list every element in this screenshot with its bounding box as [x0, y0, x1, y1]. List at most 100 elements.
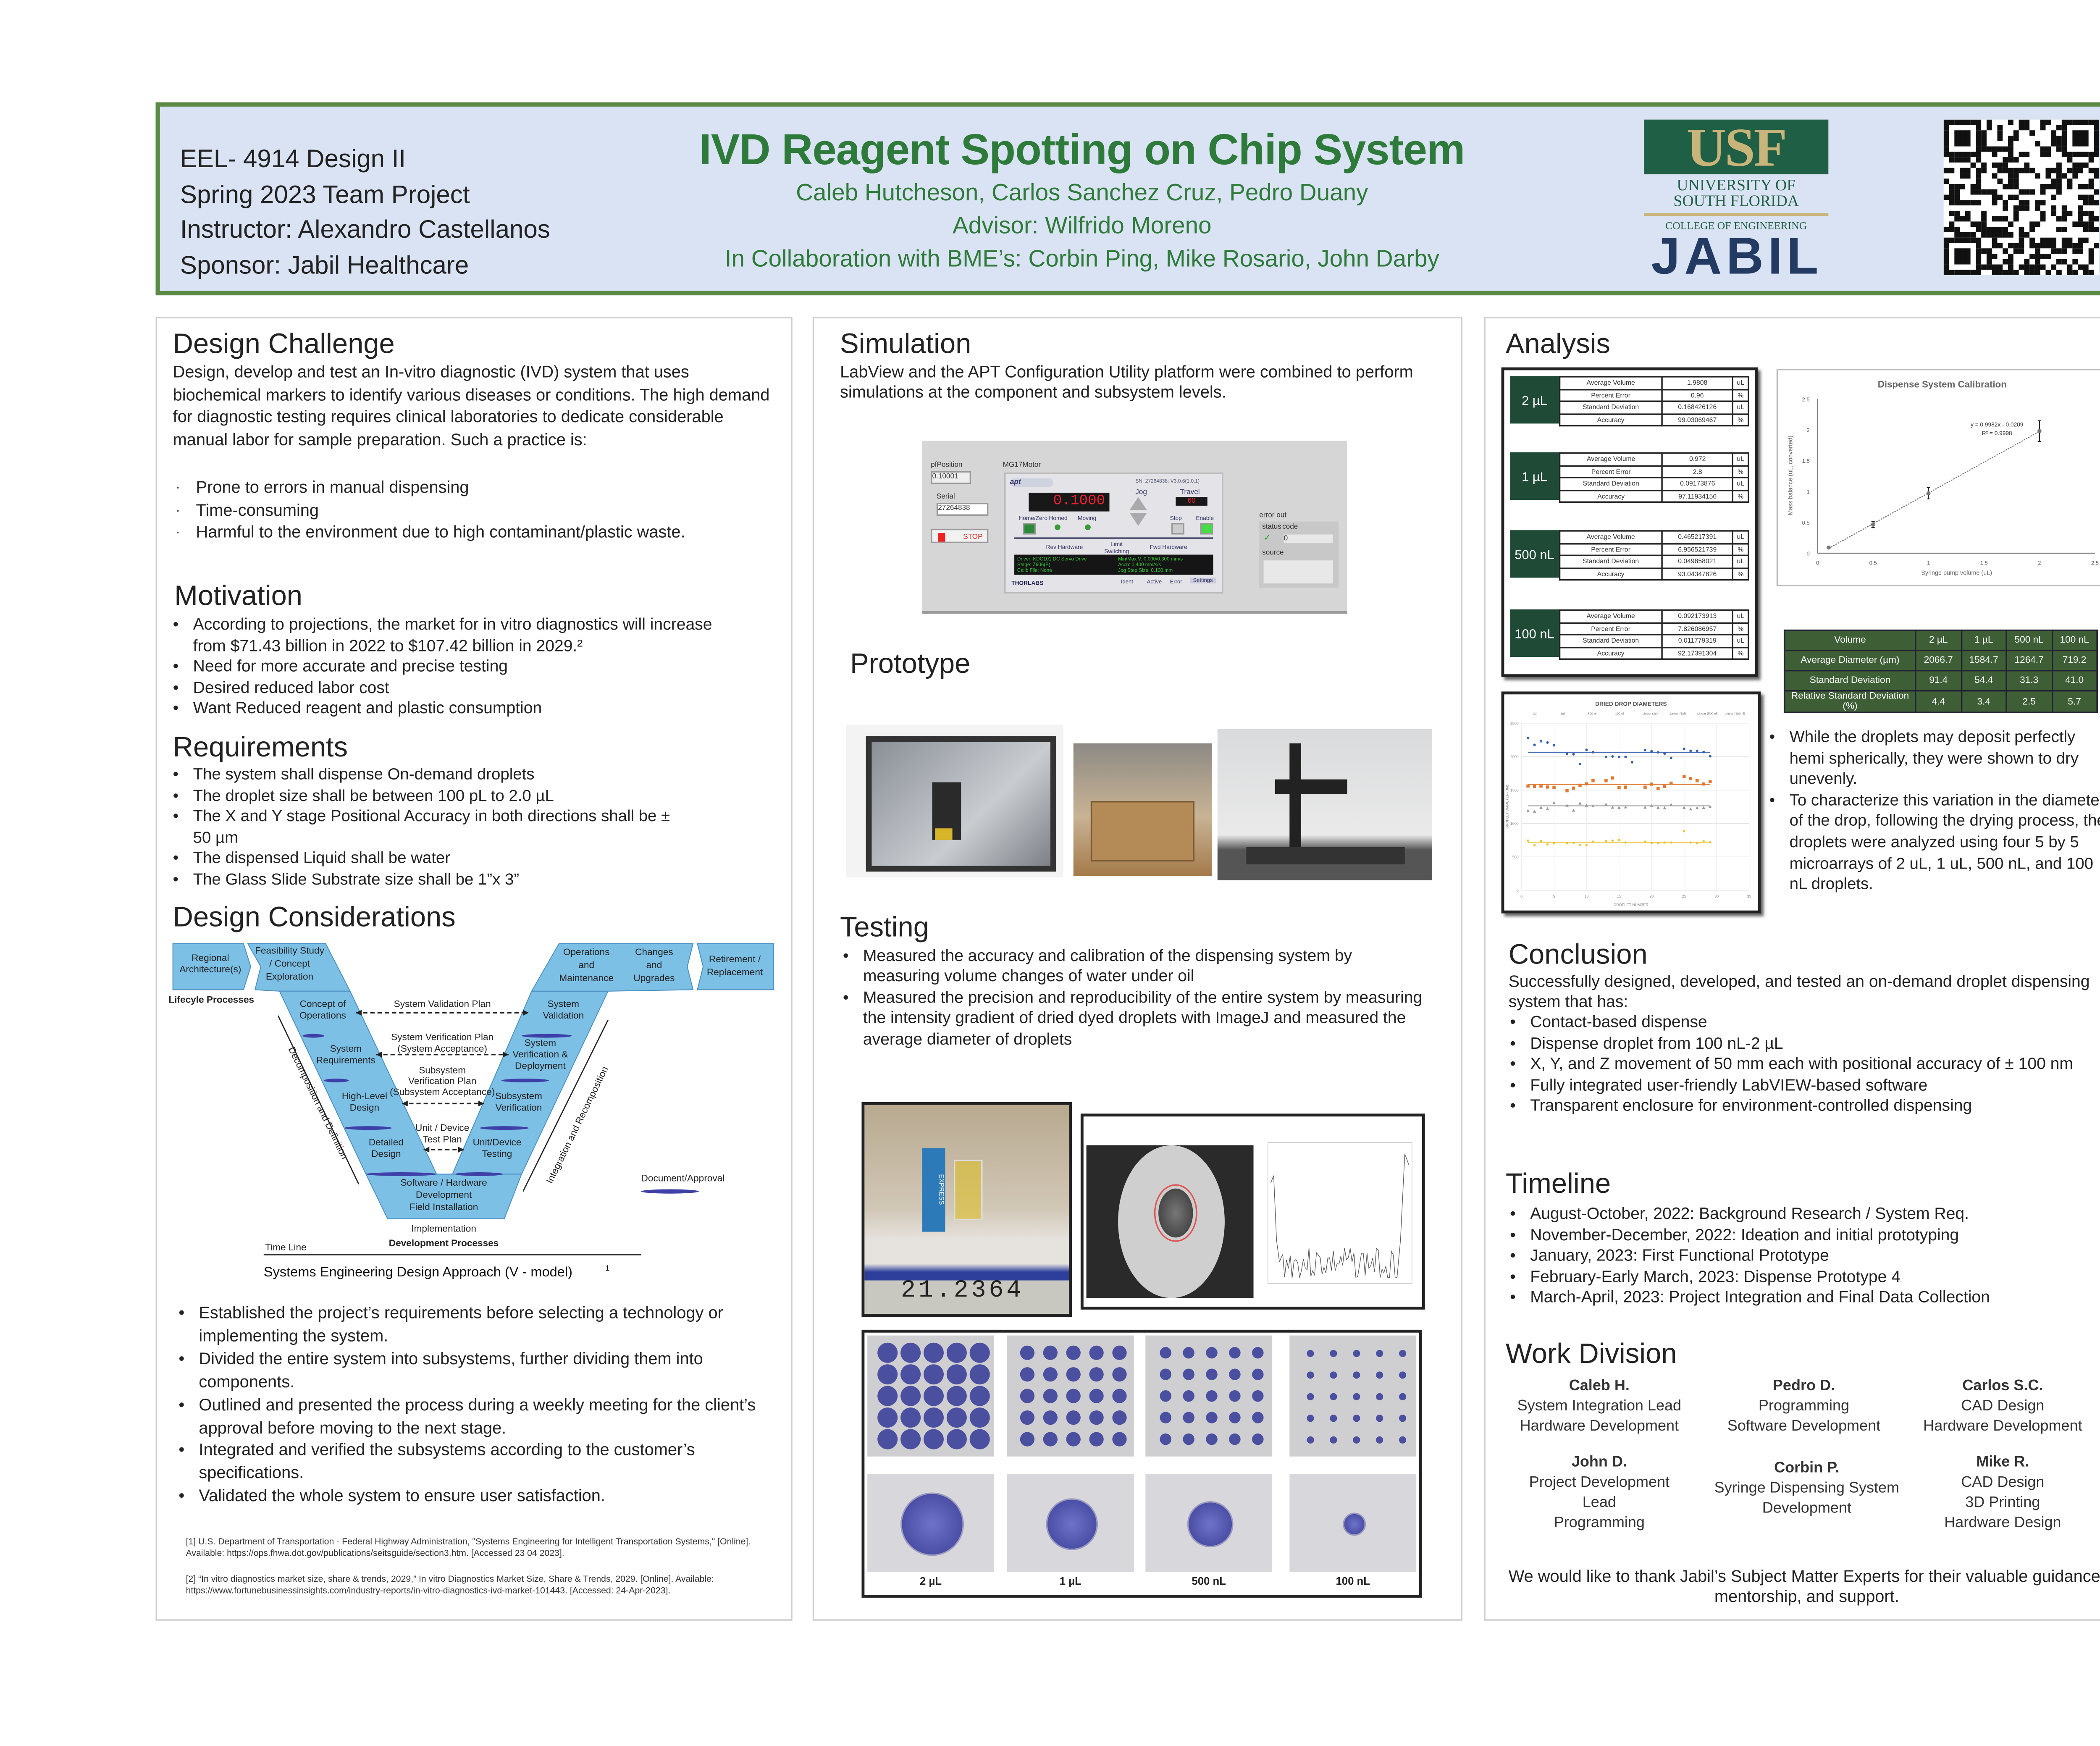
dried-droplet: [946, 1429, 967, 1449]
table-cell: 7.826086957: [1661, 622, 1734, 635]
v-model-caption-ref: 1: [605, 1263, 610, 1272]
qr-module: [2008, 254, 2013, 259]
qr-module: [1992, 173, 1998, 179]
operations-label: and: [578, 960, 594, 970]
y-tick-label: 500: [1512, 855, 1519, 859]
qr-module: [1949, 184, 1955, 189]
qr-module: [2024, 152, 2030, 158]
qr-module: [2061, 136, 2067, 141]
qr-module: [2040, 189, 2046, 195]
ident-button[interactable]: Ident: [1121, 579, 1133, 585]
qr-module: [1997, 194, 2003, 200]
operations-label: Maintenance: [559, 973, 614, 983]
dried-droplet: [1160, 1390, 1171, 1402]
error-cluster: status code ✓ 0 source: [1259, 521, 1339, 588]
system-validation-label: Validation: [543, 1010, 584, 1021]
volume-label: 1 µL: [1510, 452, 1559, 500]
data-point: [1689, 777, 1693, 780]
qr-module: [1943, 264, 1949, 270]
table-cell: Standard Deviation: [1559, 554, 1663, 569]
qr-code[interactable]: [1943, 119, 2100, 276]
dried-droplet: [877, 1364, 898, 1385]
conclusion-list: Contact-based dispenseDispense droplet f…: [1507, 1013, 2100, 1118]
dried-droplet: [1352, 1349, 1360, 1357]
qr-module: [2067, 119, 2073, 125]
data-point: [1572, 753, 1575, 756]
qr-module: [1943, 254, 1949, 259]
data-point: [1709, 841, 1712, 843]
home-button[interactable]: [1023, 523, 1036, 535]
enable-button[interactable]: [1200, 523, 1213, 535]
document-approval-marker: [480, 1126, 529, 1130]
qr-module: [2083, 184, 2089, 189]
unit-plan-label: Unit / Device: [415, 1123, 469, 1133]
intensity-profile-plot: [1267, 1142, 1412, 1284]
qr-module: [1943, 194, 1949, 200]
consideration-item: Integrated and verified the subsystems a…: [176, 1440, 787, 1486]
pfposition-field[interactable]: 0.10001: [931, 471, 971, 484]
stop-motor-button[interactable]: [1171, 523, 1184, 535]
qr-module: [2061, 216, 2067, 222]
table-cell: %: [1732, 567, 1749, 581]
term-label: Spring 2023 Team Project: [180, 179, 470, 208]
qr-module: [1954, 200, 1960, 206]
qr-module: [2061, 125, 2067, 131]
data-point: [1683, 830, 1685, 832]
software-hardware-label: Software / Hardware: [400, 1177, 487, 1188]
table-cell: Relative Standard Deviation (%): [1783, 690, 1916, 713]
data-point: [1592, 840, 1594, 843]
dried-droplet: [1252, 1347, 1264, 1359]
unit-plan-label: Test Plan: [423, 1134, 462, 1145]
advisor: Advisor: Wilfrido Moreno: [952, 213, 1212, 239]
serial-field[interactable]: 27264838: [936, 503, 989, 516]
dried-droplet: [1043, 1410, 1058, 1425]
subsystem-plan-label: Verification Plan: [408, 1076, 476, 1086]
table-cell: %: [1732, 646, 1749, 660]
dried-droplet: [1398, 1371, 1406, 1378]
settings-button[interactable]: Settings: [1190, 578, 1216, 584]
qr-module: [1943, 146, 1949, 152]
qr-module: [1960, 184, 1965, 189]
member-role: CAD Design: [1961, 1397, 2045, 1415]
qr-module: [2083, 237, 2089, 243]
data-point: [1617, 806, 1621, 809]
dried-droplet: [1020, 1389, 1035, 1403]
legend-entry: Linear (500 nl): [1697, 712, 1718, 715]
qr-module: [1960, 237, 1965, 243]
member-role: Hardware Development: [1520, 1418, 1679, 1435]
regional-architecture-box: [172, 943, 251, 990]
document-approval-marker: [344, 1126, 392, 1130]
jog-down-button[interactable]: [1129, 513, 1147, 526]
high-level-design-label: High-Level: [342, 1091, 387, 1101]
dried-droplet: [1160, 1433, 1171, 1445]
dried-droplet: [1375, 1392, 1383, 1400]
dried-droplet: [1398, 1414, 1406, 1421]
droplet-volume-label: 100 nL: [1336, 1574, 1370, 1588]
jog-up-button[interactable]: [1129, 497, 1147, 510]
qr-module: [2072, 248, 2078, 254]
data-point: [2037, 429, 2042, 433]
table-cell: Standard Deviation: [1559, 634, 1663, 648]
table-cell: 0.049858021: [1661, 554, 1734, 569]
qr-module: [2078, 184, 2083, 189]
qr-module: [2013, 179, 2019, 184]
stop-button[interactable]: STOP: [931, 528, 989, 543]
intensity-profile-line: [1270, 1154, 1410, 1279]
qr-module: [2003, 184, 2008, 189]
challenge-item: Time-consuming: [173, 499, 735, 522]
qr-module: [2008, 184, 2013, 189]
limit-switching-label: Limit Switching: [1104, 540, 1129, 555]
qr-module: [1976, 141, 1982, 147]
qr-module: [2094, 125, 2100, 131]
qr-module: [1949, 119, 1955, 125]
qr-module: [2003, 162, 2008, 168]
data-point: [1526, 784, 1530, 788]
qr-module: [2040, 119, 2046, 125]
dried-droplet: [1112, 1367, 1127, 1382]
qr-module: [1965, 136, 1971, 141]
simulation-text: LabView and the APT Configuration Utilit…: [840, 363, 1413, 402]
